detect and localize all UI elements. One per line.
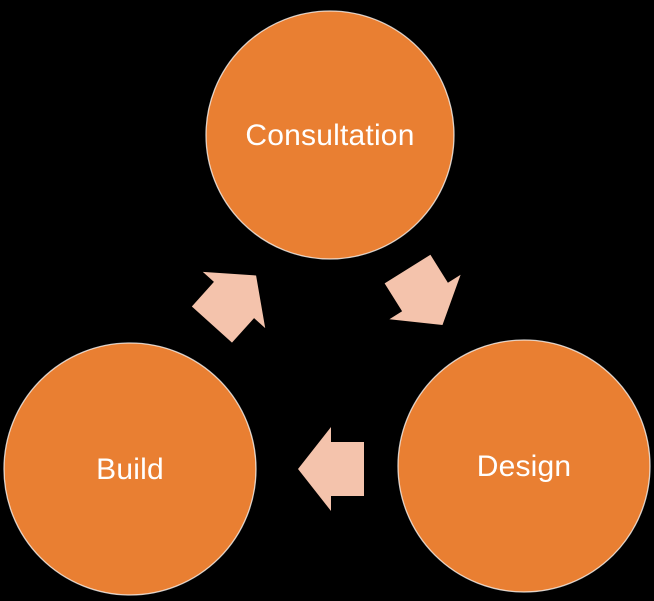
node-build: Build xyxy=(3,342,257,596)
block-arrow-icon xyxy=(191,271,266,343)
node-design: Design xyxy=(397,339,651,593)
node-build-label: Build xyxy=(96,453,164,486)
node-consultation-label-text: Consultation xyxy=(245,119,414,152)
node-consultation: Consultation xyxy=(205,10,455,260)
arrow-design-to-build xyxy=(298,427,364,511)
node-consultation-circle xyxy=(205,10,455,260)
node-build-label-text: Build xyxy=(96,453,164,486)
node-build-circle xyxy=(3,342,257,596)
node-consultation-label: Consultation xyxy=(245,119,414,152)
node-design-circle xyxy=(397,339,651,593)
arrow-consultation-to-design xyxy=(384,254,461,325)
node-design-label-text: Design xyxy=(477,450,572,483)
block-arrow-icon xyxy=(384,254,461,325)
block-arrow-icon xyxy=(298,427,364,511)
arrow-build-to-consultation xyxy=(191,271,266,343)
node-design-label: Design xyxy=(477,450,572,483)
